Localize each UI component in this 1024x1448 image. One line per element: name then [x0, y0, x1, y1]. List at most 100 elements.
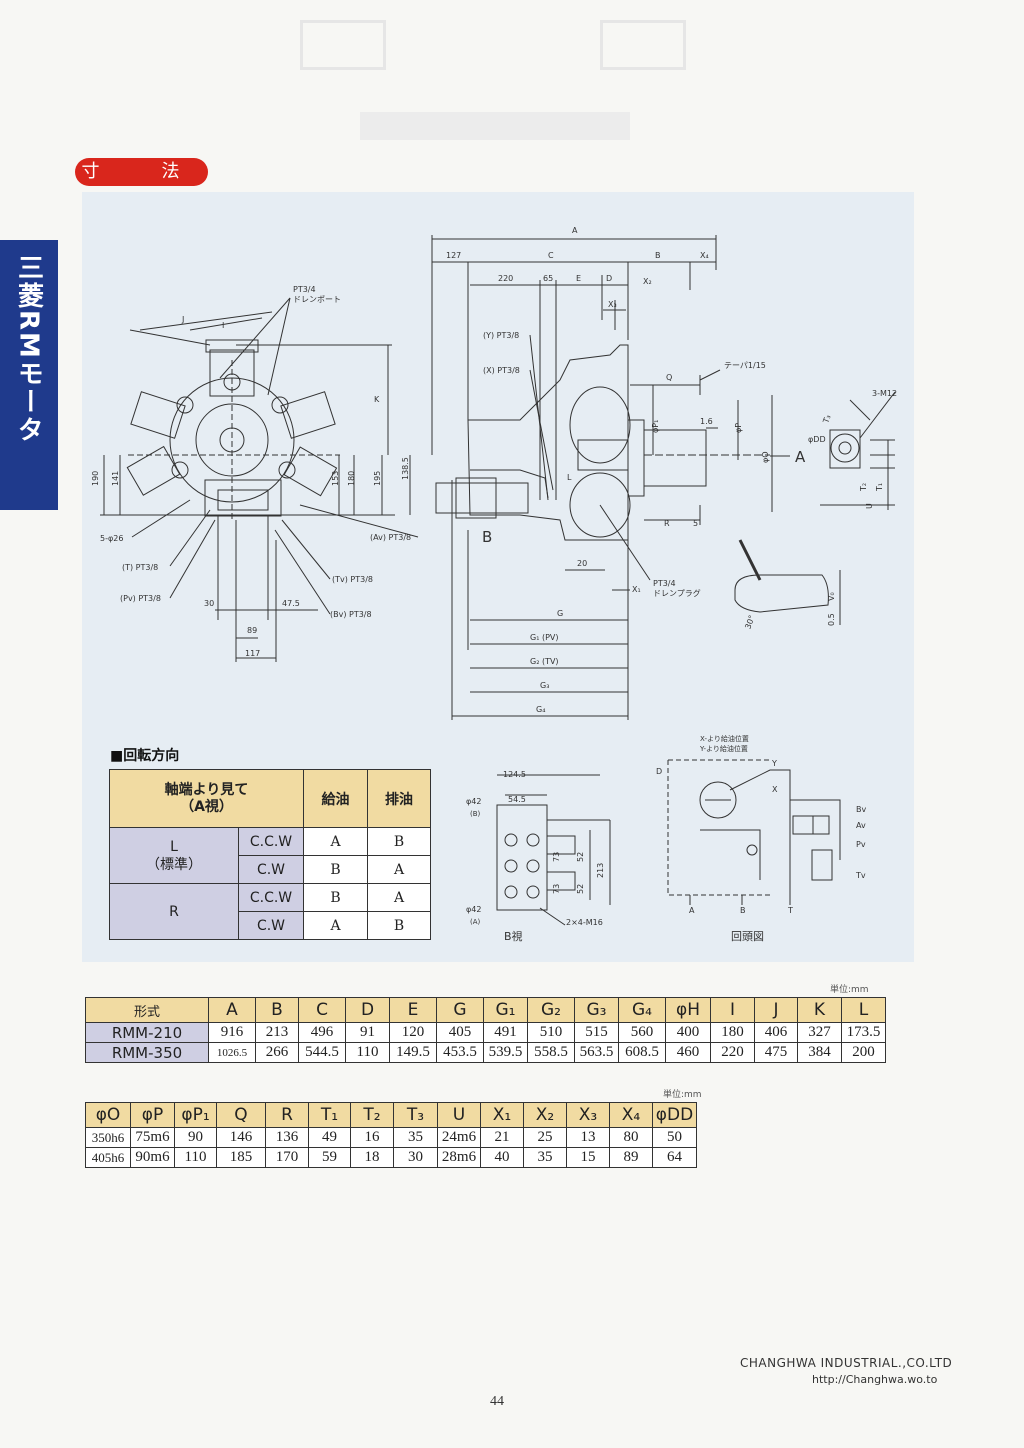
caption-B-view: B視: [504, 929, 523, 943]
value-cell: 15: [566, 1147, 610, 1168]
label-phi42-a: φ42: [466, 905, 481, 914]
column-header: φH: [665, 997, 711, 1023]
label-phi42-b: φ42: [466, 797, 481, 806]
value-cell: 563.5: [574, 1042, 619, 1063]
circuit-Bv: Bv: [856, 805, 866, 814]
rotation-table: 軸端より見て （A視） 給油 排油 L （標準） C.C.W A B C.W B…: [109, 769, 431, 940]
dim-1-6: 1.6: [700, 417, 713, 426]
label-arrow-A: A: [795, 448, 806, 466]
dim-153: 153: [331, 471, 340, 486]
dim-73-b: 73: [552, 884, 561, 894]
dim-65: 65: [543, 274, 553, 283]
value-cell: 120: [389, 1022, 437, 1043]
value-cell: 405h6: [85, 1147, 131, 1168]
value-cell: 544.5: [298, 1042, 346, 1063]
value-cell: 75m6: [130, 1127, 175, 1148]
column-header: E: [389, 997, 437, 1023]
dim-220: 220: [498, 274, 513, 283]
value-cell: 149.5: [389, 1042, 437, 1063]
dim-X1: X₁: [632, 585, 641, 594]
column-header: G: [436, 997, 484, 1023]
drain-cell: A: [367, 855, 431, 884]
label-port-Bv: (Bv) PT3/8: [330, 610, 372, 619]
dim-B: B: [655, 251, 661, 260]
label-port-Av: (Av) PT3/8: [370, 533, 411, 542]
dim-X4: X₄: [700, 251, 709, 260]
label-3-M12: 3-M12: [872, 389, 897, 398]
supply-cell: A: [303, 911, 368, 940]
value-cell: 35: [393, 1127, 438, 1148]
value-cell: 200: [841, 1042, 886, 1063]
dim-G3: G₃: [540, 681, 549, 690]
dimension-drawing: A 127 C B X₄ 220 65 E D X₂ X₃ PT3/4 ドレンポ…: [91, 226, 897, 943]
caption-circuit: 回頭図: [731, 930, 764, 943]
column-header: C: [298, 997, 346, 1023]
unit-label-1: 単位:mm: [830, 985, 869, 995]
value-cell: 475: [754, 1042, 798, 1063]
column-header: T₂: [350, 1102, 394, 1128]
dim-T3: T₃: [821, 414, 833, 426]
dim-J: J: [181, 315, 184, 324]
drain-cell: A: [367, 883, 431, 912]
column-header: B: [255, 997, 299, 1023]
value-cell: 89: [609, 1147, 653, 1168]
dim-I: I: [222, 321, 224, 330]
dim-47-5: 47.5: [282, 599, 300, 608]
label-taper: テーパ1/15: [724, 361, 766, 370]
label-port-Y: (Y) PT3/8: [483, 331, 519, 340]
column-header: D: [345, 997, 390, 1023]
circuit-B: B: [740, 906, 746, 915]
column-header: 形式: [85, 997, 209, 1023]
drain-cell: B: [367, 911, 431, 940]
dim-T2: T₂: [859, 483, 868, 492]
value-cell: 266: [255, 1042, 299, 1063]
value-cell: 110: [345, 1042, 390, 1063]
value-cell: 185: [216, 1147, 266, 1168]
column-header: X₃: [566, 1102, 610, 1128]
value-cell: 80: [609, 1127, 653, 1148]
column-header: G₄: [618, 997, 666, 1023]
circuit-Pv: Pv: [856, 840, 866, 849]
dim-R: R: [664, 519, 670, 528]
dim-T1: T₁: [875, 483, 884, 492]
dim-141: 141: [111, 471, 120, 486]
circuit-Av: Av: [856, 821, 866, 830]
dim-0-5: 0.5: [827, 613, 836, 626]
side-tab: 三菱RMモータ: [0, 240, 58, 510]
label-2x4-M16: 2×4-M16: [566, 918, 603, 927]
column-header: G₁: [483, 997, 528, 1023]
column-header: T₃: [393, 1102, 438, 1128]
value-cell: 59: [308, 1147, 351, 1168]
value-cell: 40: [480, 1147, 524, 1168]
value-cell: 510: [527, 1022, 575, 1043]
supply-cell: B: [303, 855, 368, 884]
value-cell: 453.5: [436, 1042, 484, 1063]
value-cell: 1026.5: [208, 1042, 256, 1063]
label-port-T: (T) PT3/8: [122, 563, 158, 572]
label-drain-port: ドレンポート: [293, 295, 341, 304]
label-B-view-arrow: B: [482, 528, 492, 546]
footer-url: http://Changhwa.wo.to: [812, 1373, 938, 1386]
dir-cell: C.C.W: [238, 883, 304, 912]
note-y-supply: Y-より給油位置: [699, 744, 748, 753]
dim-X3: X₃: [608, 300, 617, 309]
rotation-heading: ■回転方向: [110, 748, 180, 764]
circuit-X: X: [772, 785, 778, 794]
value-cell: 491: [483, 1022, 528, 1043]
note-x-supply: X-より給油位置: [700, 734, 749, 743]
value-cell: 50: [652, 1127, 697, 1148]
circuit-Y: Y: [771, 759, 777, 768]
dim-52-b: 52: [576, 884, 585, 894]
circuit-Tv: Tv: [855, 871, 866, 880]
column-header: T₁: [308, 1102, 351, 1128]
value-cell: 49: [308, 1127, 351, 1148]
value-cell: 90m6: [130, 1147, 175, 1168]
value-cell: 515: [574, 1022, 619, 1043]
dim-52-a: 52: [576, 852, 585, 862]
dim-G1: G₁ (PV): [530, 633, 559, 642]
page-number: 44: [490, 1394, 504, 1409]
